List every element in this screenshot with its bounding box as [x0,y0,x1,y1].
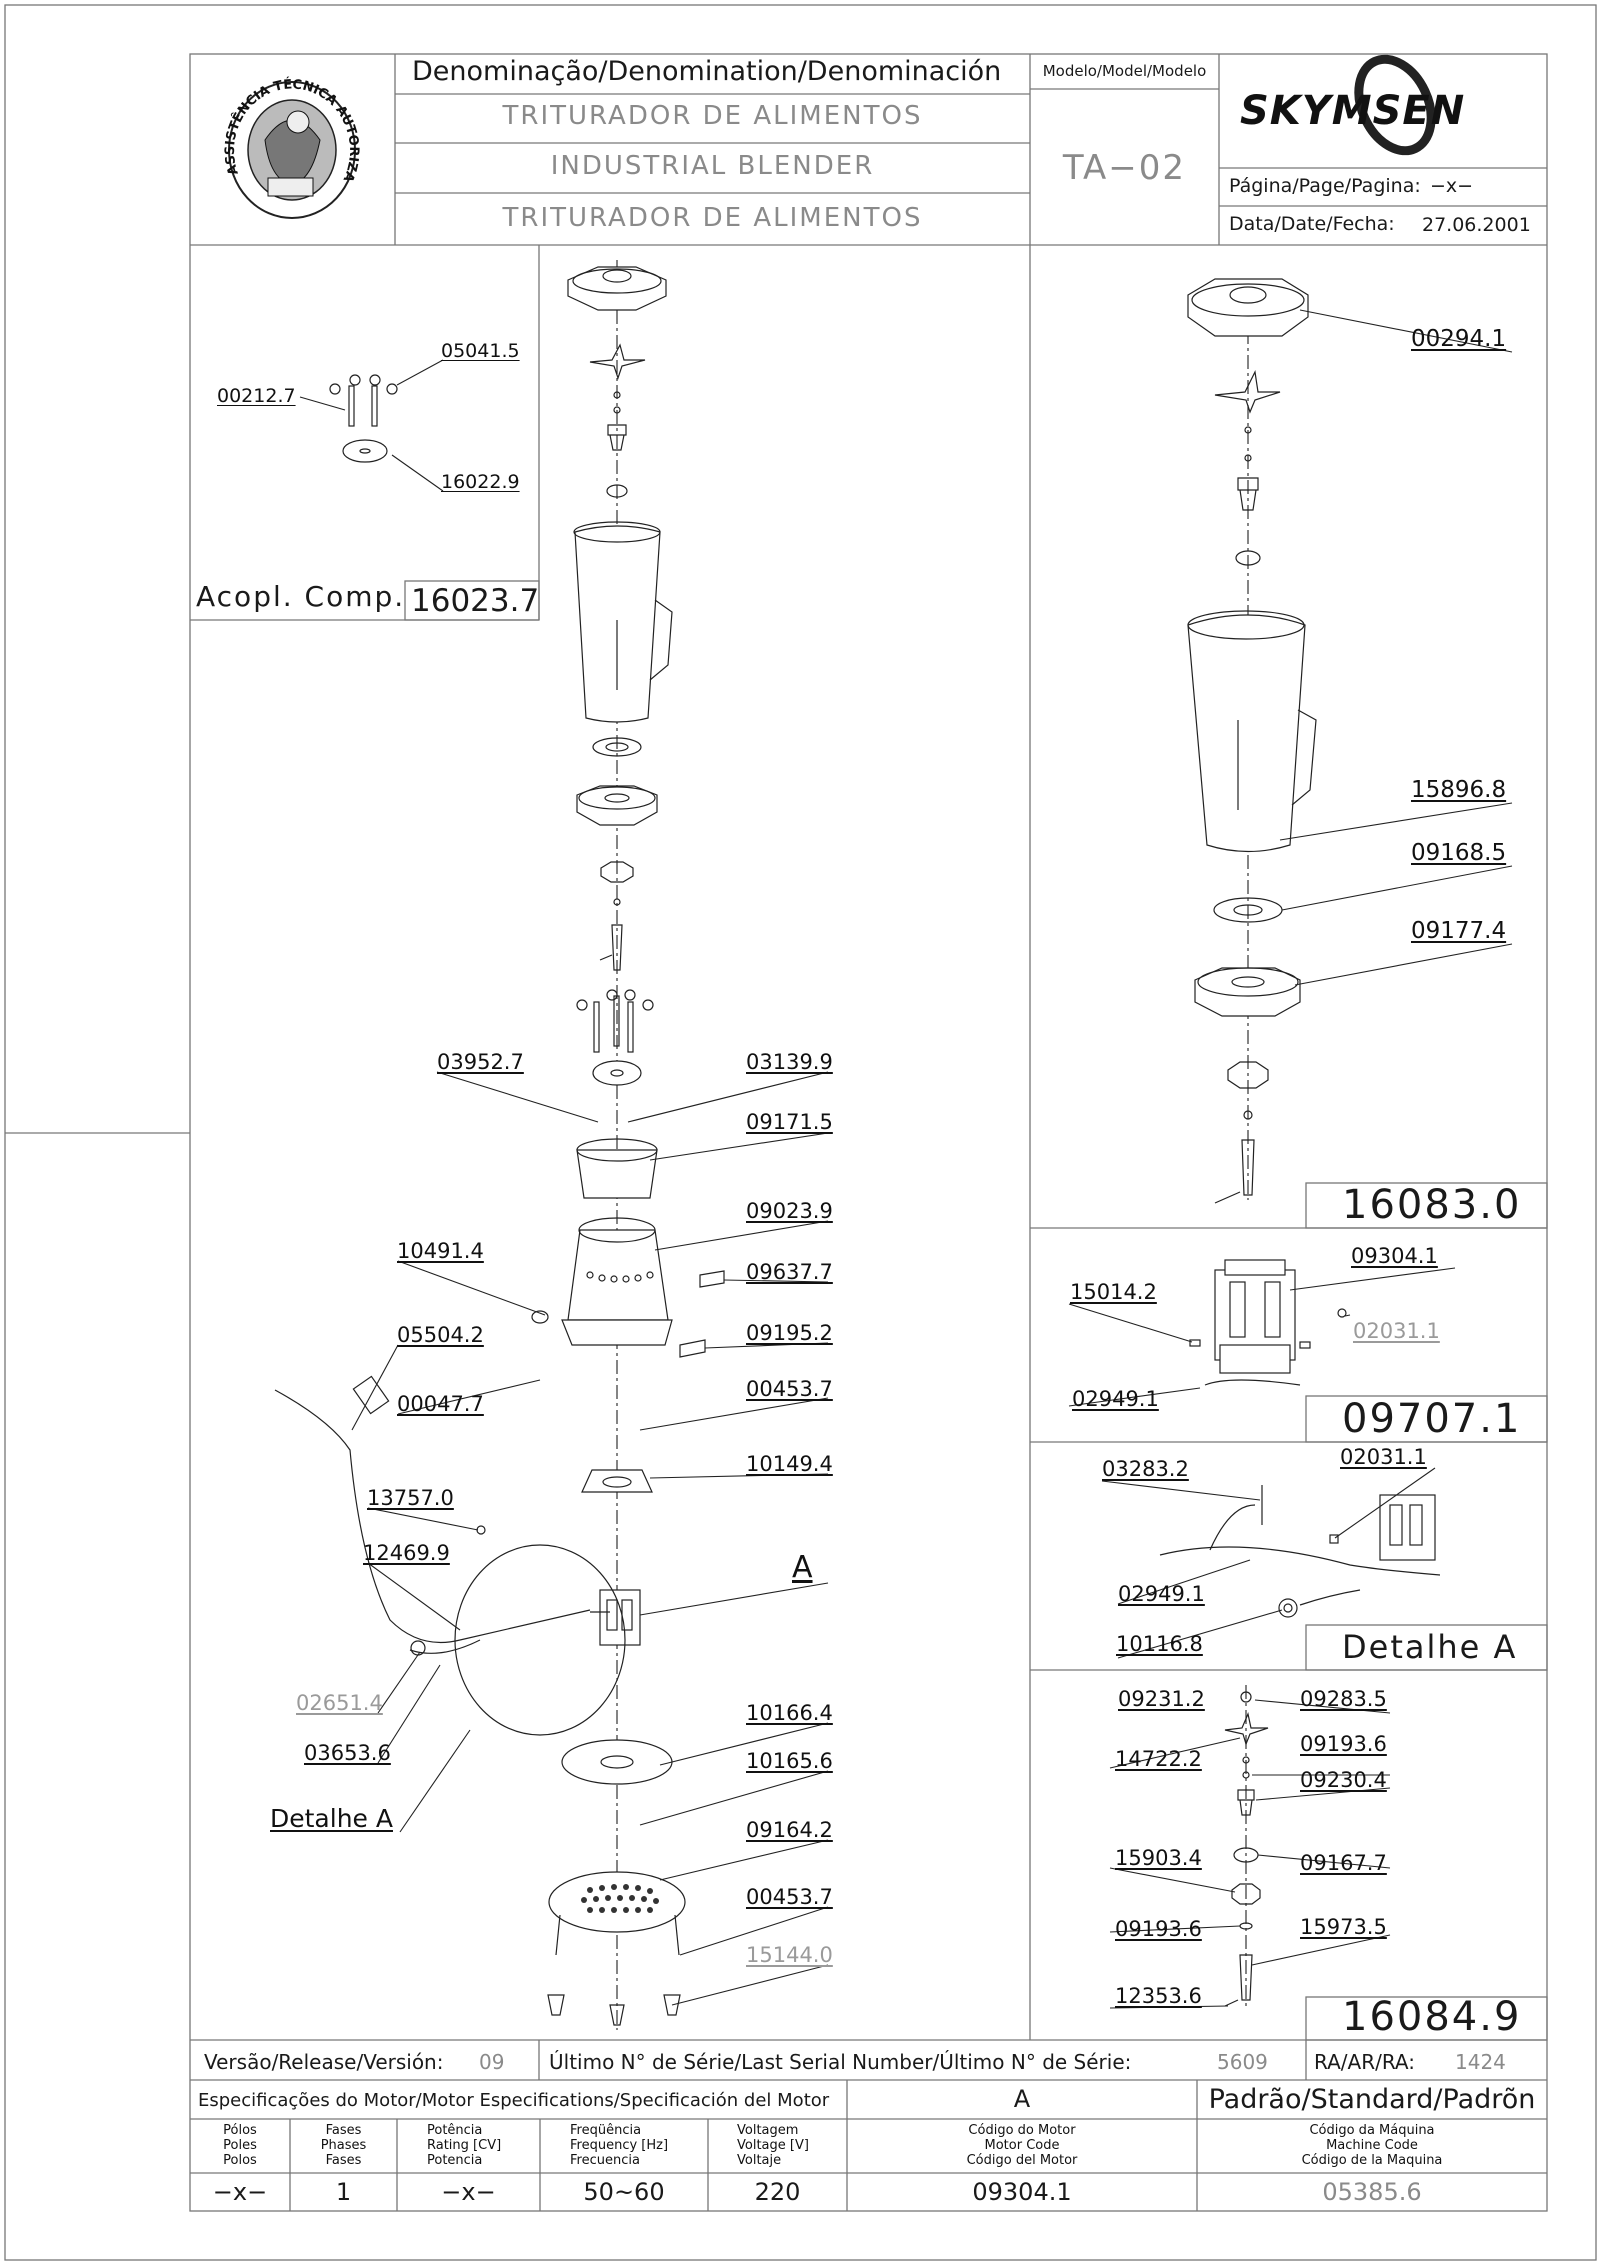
val-power: −x− [441,2178,496,2206]
part-09164-2: 09164.2 [746,1818,833,1842]
part-09023-9: 09023.9 [746,1199,833,1223]
serial-label: Último N° de Série/Last Serial Number/Úl… [549,2050,1132,2074]
part-12469-9: 12469.9 [363,1541,450,1565]
part-10165-6: 10165.6 [746,1749,833,1773]
part-15896-8: 15896.8 [1411,777,1507,803]
motor-standard-code: A [1013,2085,1031,2113]
part-09193-6-upper: 09193.6 [1300,1732,1387,1756]
ra-label: RA/AR/RA: [1314,2050,1415,2074]
part-15144-0: 15144.0 [746,1943,833,1967]
date-label: Data/Date/Fecha: [1229,213,1395,235]
serial-value: 5609 [1217,2050,1268,2074]
model-value: TA−02 [1062,148,1187,188]
part-15903-4: 15903.4 [1115,1846,1202,1870]
detail-a-box-label: Detalhe A [1342,1628,1518,1666]
page-label: Página/Page/Pagina: [1229,175,1421,197]
part-03283-2: 03283.2 [1102,1457,1189,1481]
part-00212-7: 00212.7 [217,385,296,407]
acopl-label: Acopl. Comp. [196,580,406,613]
part-00453-7-upper: 00453.7 [746,1377,833,1401]
part-02031-1-motor: 02031.1 [1353,1319,1440,1343]
part-00047-7: 00047.7 [397,1392,484,1416]
part-02031-1-detail: 02031.1 [1340,1445,1427,1469]
standard-label: Padrão/Standard/Padrõn [1208,2084,1536,2115]
val-phases: 1 [335,2178,352,2206]
detail-a-marker: A [792,1550,813,1585]
part-15973-5: 15973.5 [1300,1915,1387,1939]
part-02651-4: 02651.4 [296,1691,383,1715]
part-00294-1: 00294.1 [1411,326,1507,352]
part-09177-4: 09177.4 [1411,918,1507,944]
leader-lines [299,309,1513,2009]
part-05041-5: 05041.5 [441,340,520,362]
part-15014-2: 15014.2 [1070,1280,1157,1304]
part-13757-0: 13757.0 [367,1486,454,1510]
part-03952-7: 03952.7 [437,1050,524,1074]
detail-a-callout-left: Detalhe A [270,1804,393,1833]
part-10166-4: 10166.4 [746,1701,833,1725]
brand-name: SKYMSEN [1240,88,1466,134]
part-09283-5: 09283.5 [1300,1687,1387,1711]
val-motor-code: 09304.1 [972,2178,1072,2206]
model-label: Modelo/Model/Modelo [1042,62,1207,80]
denomination-label: Denominação/Denomination/Denominación [412,56,1002,87]
part-10116-8: 10116.8 [1116,1632,1203,1656]
exploded-view [274,260,1441,2030]
version-value: 09 [479,2050,505,2074]
part-10149-4: 10149.4 [746,1452,833,1476]
acopl-code: 16023.7 [411,583,540,619]
part-09171-5: 09171.5 [746,1110,833,1134]
val-poles: −x− [212,2178,268,2206]
skymsen-logo [1354,54,1436,156]
assembly-09707: 09707.1 [1342,1396,1522,1442]
part-16022-9: 16022.9 [441,471,520,493]
part-05504-2: 05504.2 [397,1323,484,1347]
name-es: TRITURADOR DE ALIMENTOS [502,203,923,233]
page-value: −x− [1430,175,1474,197]
authorized-service-seal: ASSISTÊNCIA TÉCNICA AUTORIZADA [0,0,361,219]
val-machine-code: 05385.6 [1322,2178,1422,2206]
part-09637-7: 09637.7 [746,1260,833,1284]
date-value: 27.06.2001 [1422,214,1531,236]
part-09167-7: 09167.7 [1300,1851,1387,1875]
assembly-16083: 16083.0 [1342,1182,1522,1228]
name-en: INDUSTRIAL BLENDER [550,151,875,181]
part-03653-6: 03653.6 [304,1741,391,1765]
part-09230-4: 09230.4 [1300,1768,1387,1792]
part-09195-2: 09195.2 [746,1321,833,1345]
part-09168-5: 09168.5 [1411,840,1507,866]
part-03139-9: 03139.9 [746,1050,833,1074]
part-12353-6: 12353.6 [1115,1984,1202,2008]
part-14722-2: 14722.2 [1115,1747,1202,1771]
part-00453-7-lower: 00453.7 [746,1885,833,1909]
part-09231-2: 09231.2 [1118,1687,1205,1711]
version-label: Versão/Release/Versión: [204,2050,444,2074]
name-pt: TRITURADOR DE ALIMENTOS [502,101,923,131]
part-02949-1-detail: 02949.1 [1118,1582,1205,1606]
val-voltage: 220 [754,2178,801,2206]
part-09193-6-lower: 09193.6 [1115,1917,1202,1941]
val-frequency: 50~60 [583,2178,665,2206]
part-09304-1: 09304.1 [1351,1244,1438,1268]
part-02949-1-motor: 02949.1 [1072,1387,1159,1411]
motor-spec-label: Especificações do Motor/Motor Especifica… [198,2090,830,2111]
ra-value: 1424 [1455,2050,1506,2074]
assembly-16084: 16084.9 [1342,1994,1522,2040]
part-10491-4: 10491.4 [397,1239,484,1263]
